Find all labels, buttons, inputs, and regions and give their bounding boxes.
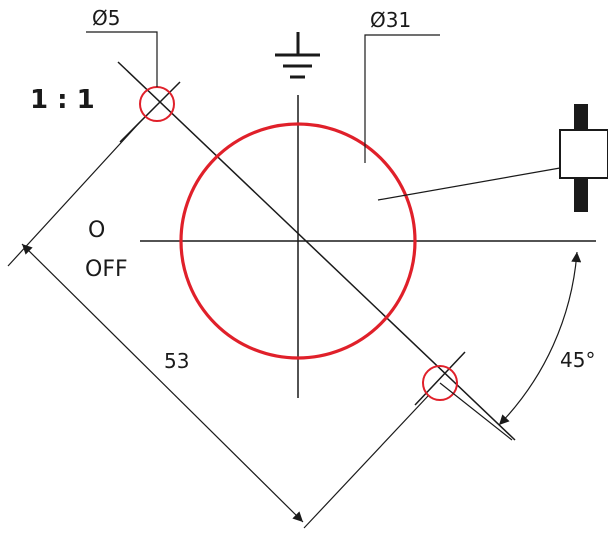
leader-switch-symbol — [377, 167, 561, 201]
label-diameter-5: Ø5 — [92, 6, 120, 30]
dimension-line-53 — [21, 243, 304, 523]
angle-arc-45 — [498, 251, 582, 426]
extension-line-bottom — [303, 395, 429, 529]
leader-diameter-31 — [364, 34, 440, 163]
extension-line-top — [7, 121, 141, 267]
switch-contact-icon — [559, 104, 608, 212]
label-off-text: OFF — [85, 257, 128, 282]
label-diameter-31: Ø31 — [370, 8, 411, 32]
mounting-hole-bottom — [422, 365, 458, 401]
label-distance-53: 53 — [164, 349, 189, 373]
angle-extension-line — [439, 382, 513, 441]
label-angle-45: 45° — [560, 348, 595, 372]
hole-bottom-cross-line — [414, 351, 466, 406]
label-off-symbol: O — [88, 218, 105, 243]
diagonal-center-line — [117, 61, 516, 441]
leader-diameter-5 — [86, 31, 158, 87]
label-scale: 1 : 1 — [30, 85, 95, 115]
ground-symbol-icon — [275, 32, 320, 79]
